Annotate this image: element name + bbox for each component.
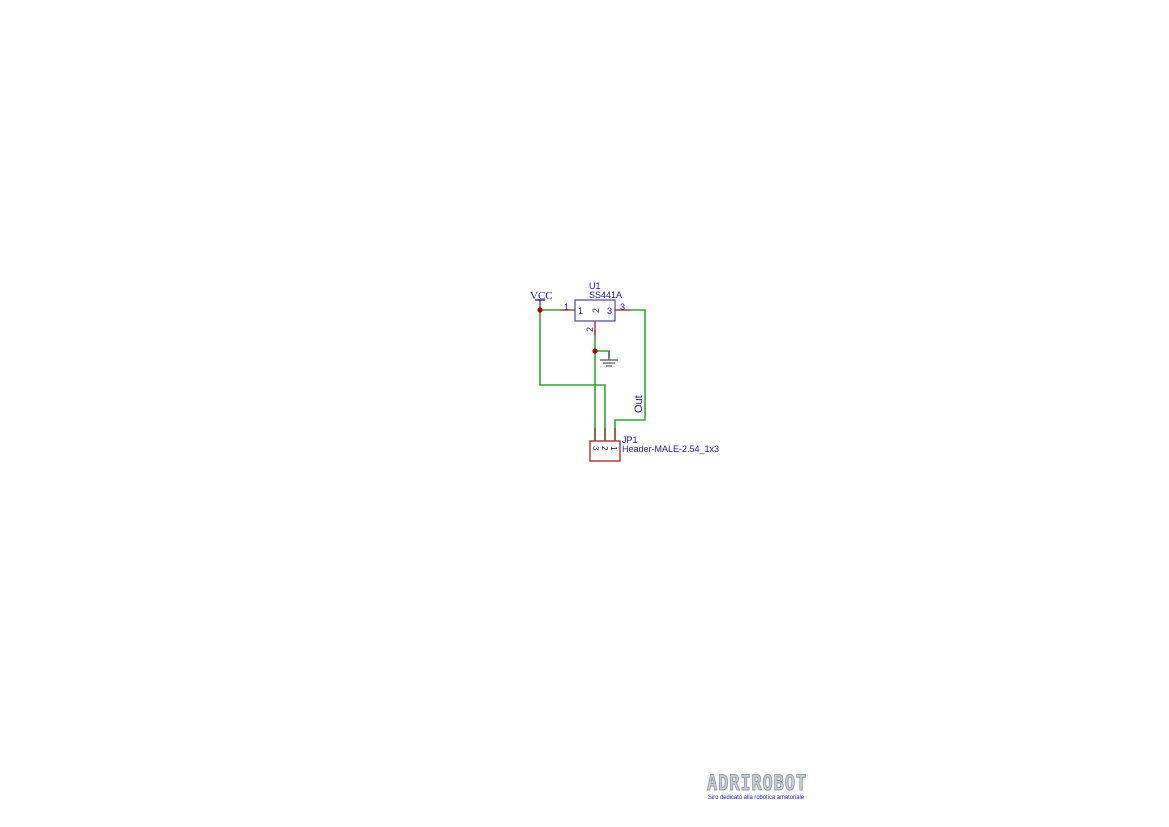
u1-pin3-inner-label: 3 (607, 306, 612, 316)
u1-ref: U1 (589, 281, 601, 291)
jp1-pin-number-1: 1 (609, 446, 618, 451)
jp1-pin-number-3: 3 (591, 446, 600, 451)
logo-wordmark: ADRIROBOT (707, 771, 807, 795)
jp1-component[interactable]: 3 2 1 JP1 Header-MALE-2.54_1x3 (589, 428, 719, 462)
jp1-pin-number-2: 2 (600, 446, 609, 451)
u1-pin1-inner-label: 1 (578, 306, 583, 316)
u1-pin3-number: 3 (620, 302, 625, 312)
wire-vcc-to-jp1-pin3[interactable] (539, 310, 606, 440)
vcc-power-symbol[interactable]: VCC (530, 290, 553, 310)
junction-vcc (537, 307, 543, 313)
u1-pin2-number: 2 (585, 327, 595, 332)
jp1-ref: JP1 (622, 435, 638, 445)
u1-component[interactable]: U1 SS441A 1 3 1 3 2 2 (560, 281, 630, 335)
u1-pin1-number: 1 (564, 302, 569, 312)
ground-symbol[interactable] (600, 351, 618, 367)
wire-u1-pin3-to-jp1-pin1[interactable] (614, 309, 646, 440)
u1-body (574, 299, 616, 322)
vcc-label: VCC (530, 290, 553, 302)
junction-gnd (592, 348, 598, 354)
net-label-out[interactable]: Out (633, 395, 645, 413)
adrirobot-logo: ADRIROBOT Siro dedicato alla robotica am… (707, 771, 807, 801)
logo-tagline: Siro dedicato alla robotica amatoriale (708, 795, 805, 801)
u1-value: SS441A (589, 290, 622, 300)
u1-pin2-inner-label: 2 (591, 308, 601, 313)
jp1-value: Header-MALE-2.54_1x3 (622, 444, 719, 454)
jp1-body (589, 440, 621, 462)
